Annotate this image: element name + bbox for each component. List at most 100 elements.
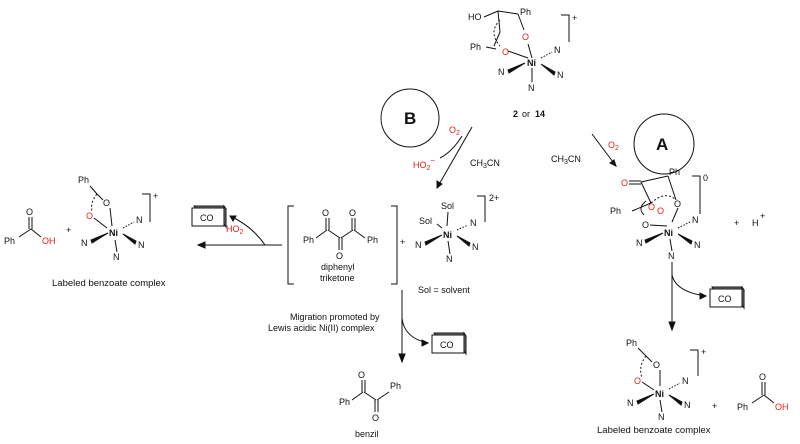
n-label-4: N <box>528 83 535 93</box>
plus-a: + <box>734 218 739 228</box>
o-ba-r: O <box>759 372 766 382</box>
n-a4: N <box>668 251 675 261</box>
o-r2: O <box>634 376 641 386</box>
top-ni-complex: HO Ph O Ph O Ni N N N N + 2 or 14 <box>468 7 577 119</box>
charge-plus-l: + <box>153 191 158 201</box>
o-bz2: O <box>372 413 379 423</box>
migration-text-1: Migration promoted by <box>290 312 380 322</box>
ph-ba-r: Ph <box>737 402 748 412</box>
o-t1: O <box>322 208 329 218</box>
benzil-structure: Ph O O Ph benzil <box>339 370 401 439</box>
triketone-label: triketone <box>320 273 355 283</box>
ni-a: Ni <box>664 228 673 238</box>
benzoate-complex-right: Ph O O Ni N N N N + + Labeled benzoate c… <box>597 338 717 436</box>
n-a3: N <box>636 238 643 248</box>
cmpd-14: 14 <box>535 109 545 119</box>
co-b: CO <box>440 340 454 350</box>
o-a2: O <box>648 202 655 212</box>
o2-a: O2 <box>608 140 619 152</box>
ni-label: Ni <box>527 58 536 68</box>
oh-ba-r: OH <box>775 402 789 412</box>
sol-1: Sol <box>441 201 454 211</box>
o-red-2: O <box>502 47 509 57</box>
n-s3: N <box>415 240 422 250</box>
n-l3: N <box>81 238 88 248</box>
ho2-left: HO2 <box>226 224 244 236</box>
plus-r: + <box>712 401 717 411</box>
plus-l: + <box>66 225 71 235</box>
o-t3: O <box>349 208 356 218</box>
o-red-top: O <box>522 32 529 42</box>
o-l1: O <box>103 198 110 208</box>
o-ba-l: O <box>26 207 33 217</box>
ph-a1: Ph <box>669 167 680 177</box>
benzil-label: benzil <box>355 429 379 439</box>
ni-sol-complex: Sol Sol Ni N N N N 2+ Sol = solvent <box>415 193 499 295</box>
left-arrow: HO2 CO <box>191 204 282 249</box>
n-label-3: N <box>498 67 505 77</box>
ni-r: Ni <box>655 389 664 399</box>
n-r2: N <box>684 400 691 410</box>
benzoate-complex-left: Ph O O Ni N N N N + + Labeled benzoate c… <box>52 175 166 289</box>
charge-plus-r: + <box>701 347 706 357</box>
ph-r1: Ph <box>626 338 637 348</box>
sol-2: Sol <box>419 216 432 226</box>
co-box-a: CO <box>709 285 745 310</box>
co-a: CO <box>718 294 732 304</box>
ph-t1: Ph <box>303 235 314 245</box>
n-l1: N <box>136 215 143 225</box>
n-a1: N <box>692 215 699 225</box>
ph-bz1: Ph <box>339 397 350 407</box>
o-r1: O <box>653 360 660 370</box>
oh-ba-l: OH <box>42 236 56 246</box>
pathway-a-co-release: CO <box>668 262 745 332</box>
n-label-2: N <box>557 70 564 80</box>
o-t2: O <box>336 251 343 261</box>
o-bz1: O <box>358 370 365 380</box>
ch3cn-b: CH3CN <box>470 158 500 170</box>
ho-label: HO <box>468 12 482 22</box>
pathway-a-label: A <box>656 135 668 154</box>
ph-bz2: Ph <box>390 381 401 391</box>
ch3cn-a: CH3CN <box>551 154 581 166</box>
benzoic-acid-right: Ph O OH <box>737 372 789 412</box>
o-a1: O <box>621 178 628 188</box>
ph-label-2: Ph <box>470 42 481 52</box>
ni-sol: Ni <box>443 230 452 240</box>
ph-label: Ph <box>520 7 531 17</box>
o-a4: O <box>674 199 681 209</box>
ni-l: Ni <box>109 228 118 238</box>
diphenyl-label: diphenyl <box>321 262 355 272</box>
n-l4: N <box>113 252 120 262</box>
h-label: H <box>752 218 759 228</box>
o-l2: O <box>86 211 93 221</box>
co-box-b: CO <box>431 331 467 356</box>
n-r3: N <box>627 398 634 408</box>
n-r4: N <box>658 412 665 422</box>
charge-2plus: 2+ <box>489 193 499 203</box>
n-l2: N <box>138 240 145 250</box>
plus-mid: + <box>400 237 405 247</box>
sol-equals: Sol = solvent <box>418 285 470 295</box>
n-label: N <box>554 45 561 55</box>
co-box-left: CO <box>191 204 227 229</box>
n-s2: N <box>472 242 479 252</box>
pathway-b-marker: B <box>380 88 440 148</box>
ph-l1: Ph <box>78 175 89 185</box>
ph-ba-l: Ph <box>4 236 15 246</box>
charge-zero: 0 <box>703 173 708 183</box>
n-a2: N <box>694 240 701 250</box>
labeled-left-caption: Labeled benzoate complex <box>52 278 166 289</box>
pathway-b-arrow: O2 HO2− CH3CN <box>413 125 500 190</box>
h-charge: + <box>760 211 765 221</box>
migration-text-2: Lewis acidic Ni(II) complex <box>268 323 375 333</box>
n-s4: N <box>446 254 453 264</box>
ph-a2: Ph <box>610 206 621 216</box>
n-r1: N <box>682 376 689 386</box>
triketone-bracket: Ph O O O Ph diphenyl triketone + <box>287 205 405 285</box>
pathway-b-label: B <box>404 109 416 128</box>
o-a3: O <box>657 206 664 216</box>
o2-b: O2 <box>449 125 460 137</box>
